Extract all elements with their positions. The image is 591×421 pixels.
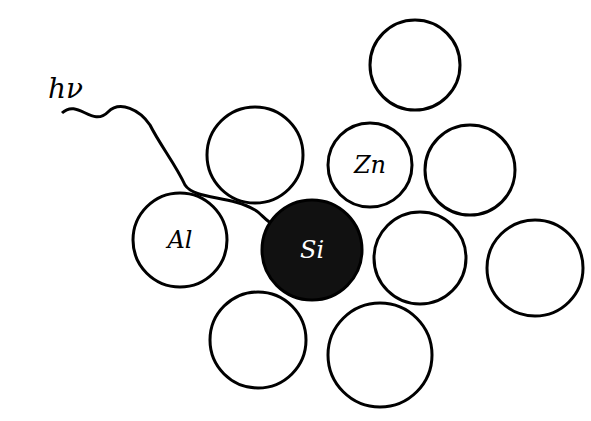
atom-circle: Si bbox=[260, 198, 364, 302]
atom-circle: Zn bbox=[326, 121, 414, 209]
atom-label-holder: Zn bbox=[326, 121, 414, 209]
element-symbol: Si bbox=[300, 236, 324, 264]
atom bbox=[328, 303, 432, 407]
element-symbol: Zn bbox=[354, 151, 386, 179]
atom bbox=[210, 292, 306, 388]
atom-label-holder: Al bbox=[131, 191, 229, 289]
atom bbox=[374, 212, 466, 304]
atom-circle: Al bbox=[131, 191, 229, 289]
atom-label-holder: Si bbox=[260, 198, 364, 302]
atom bbox=[207, 107, 303, 203]
photon-label: hν bbox=[48, 72, 83, 105]
atom bbox=[487, 220, 583, 316]
atom bbox=[425, 125, 515, 215]
element-symbol: Al bbox=[167, 226, 192, 254]
atom bbox=[370, 20, 460, 110]
